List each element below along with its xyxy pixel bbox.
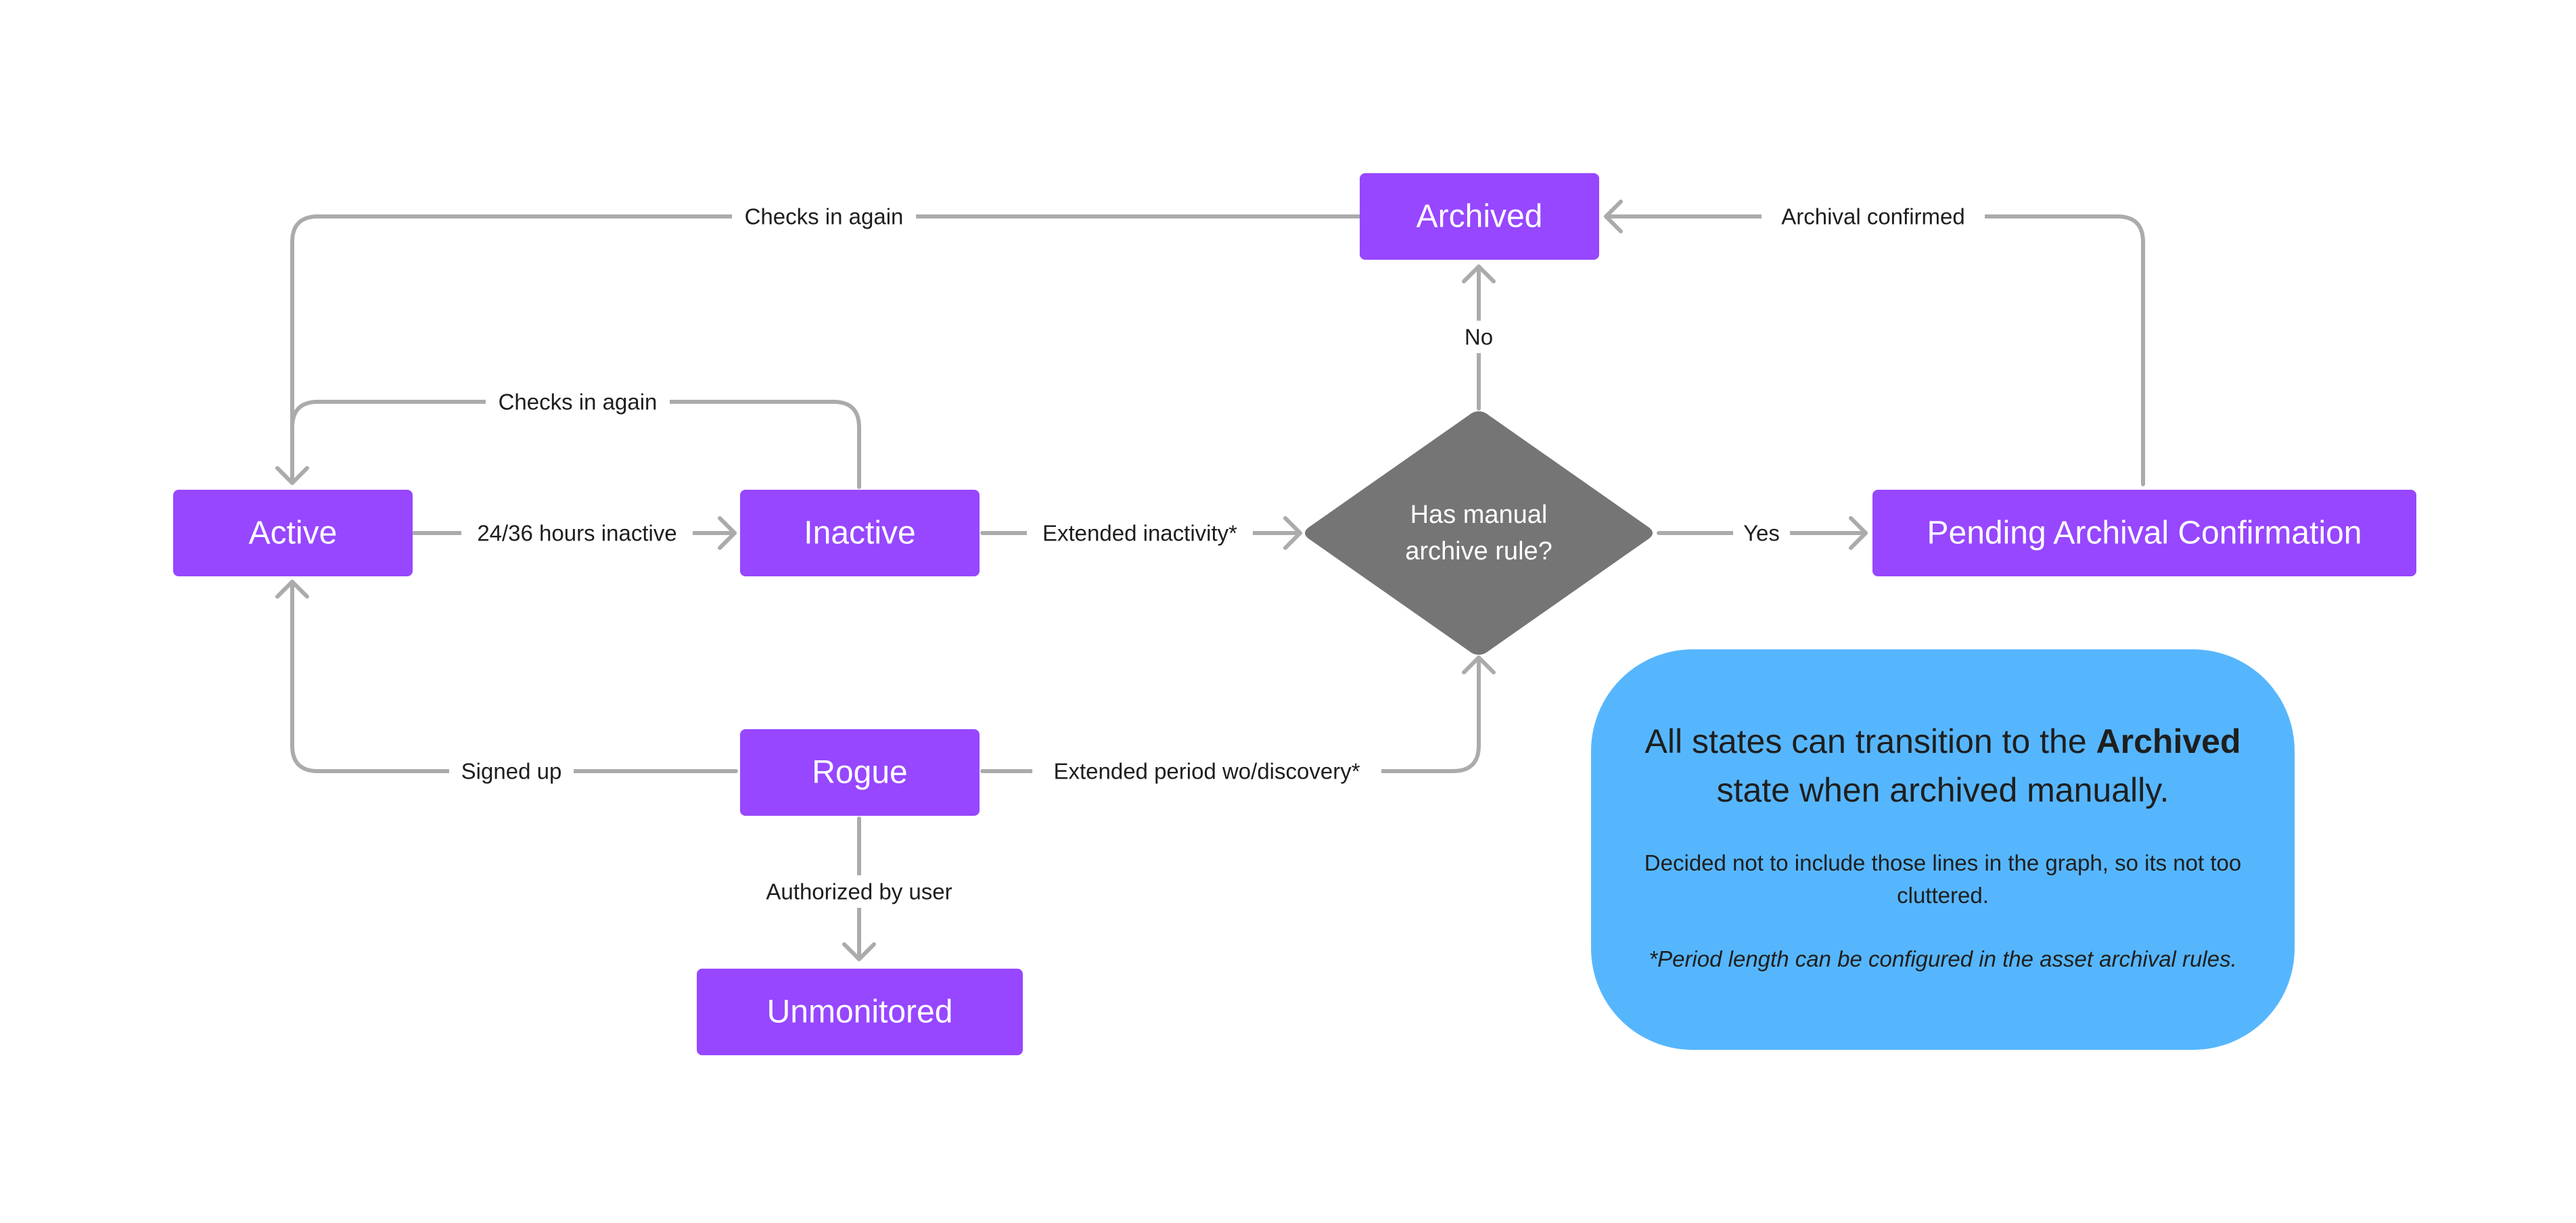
note-heading-post: state when archived manually. — [1716, 771, 2169, 809]
note-footnote: *Period length can be configured in the … — [1649, 946, 2237, 971]
arrowhead-archived-bottom — [1462, 264, 1496, 283]
state-inactive[interactable]: Inactive — [740, 490, 980, 576]
state-pending-label: Pending Archival Confirmation — [1927, 515, 2362, 551]
arrowhead-pending-left — [1849, 516, 1868, 550]
state-rogue[interactable]: Rogue — [740, 729, 980, 816]
label-active-to-inactive: 24/36 hours inactive — [477, 521, 676, 546]
note-body: Decided not to include those lines in th… — [1644, 850, 2242, 908]
state-pending-archival-confirmation[interactable]: Pending Archival Confirmation — [1872, 490, 2416, 576]
arrowhead-decision-left — [1283, 516, 1302, 550]
decision-label-line2: archive rule? — [1405, 537, 1552, 566]
edge-rogue-to-active — [290, 580, 738, 773]
decision-manual-archive-rule[interactable]: Has manual archive rule? — [1305, 411, 1653, 655]
arrowhead-unmonitored-top — [842, 942, 876, 961]
state-archived-label: Archived — [1417, 199, 1543, 235]
edge-labels: Checks in again Checks in again 24/36 ho… — [449, 200, 1985, 908]
label-rogue-to-decision: Extended period wo/discovery* — [1053, 759, 1360, 784]
arrowhead-archived-right — [1604, 200, 1623, 233]
state-rogue-label: Rogue — [812, 755, 907, 791]
note-heading: All states can transition to the Archive… — [1618, 717, 2268, 814]
state-archived[interactable]: Archived — [1360, 173, 1599, 260]
arrowhead-active-bottom — [275, 580, 309, 599]
label-archived-to-active: Checks in again — [745, 204, 904, 229]
label-decision-yes: Yes — [1743, 521, 1780, 546]
edge-pending-to-archived — [1604, 214, 2145, 486]
state-unmonitored-label: Unmonitored — [767, 994, 953, 1030]
label-inactive-to-decision: Extended inactivity* — [1042, 521, 1237, 546]
label-rogue-to-active: Signed up — [461, 759, 562, 784]
state-active[interactable]: Active — [173, 490, 413, 576]
state-unmonitored[interactable]: Unmonitored — [697, 969, 1023, 1055]
edge-archived-to-active — [290, 214, 1362, 484]
arrowhead-inactive-left — [718, 516, 737, 550]
note-heading-bold: Archived — [2096, 722, 2241, 760]
edge-rogue-to-decision — [980, 655, 1481, 773]
note-heading-pre: All states can transition to the — [1644, 722, 2087, 760]
arrowhead-decision-bottom — [1462, 655, 1496, 674]
label-pending-to-archived: Archival confirmed — [1781, 204, 1964, 229]
decision-label-line1: Has manual — [1410, 501, 1548, 529]
note-card: All states can transition to the Archive… — [1591, 649, 2295, 1050]
label-decision-no: No — [1465, 325, 1493, 350]
label-inactive-to-active: Checks in again — [499, 390, 658, 415]
state-inactive-label: Inactive — [804, 515, 915, 551]
state-active-label: Active — [249, 515, 338, 551]
label-rogue-to-unmonitored: Authorized by user — [766, 879, 952, 904]
